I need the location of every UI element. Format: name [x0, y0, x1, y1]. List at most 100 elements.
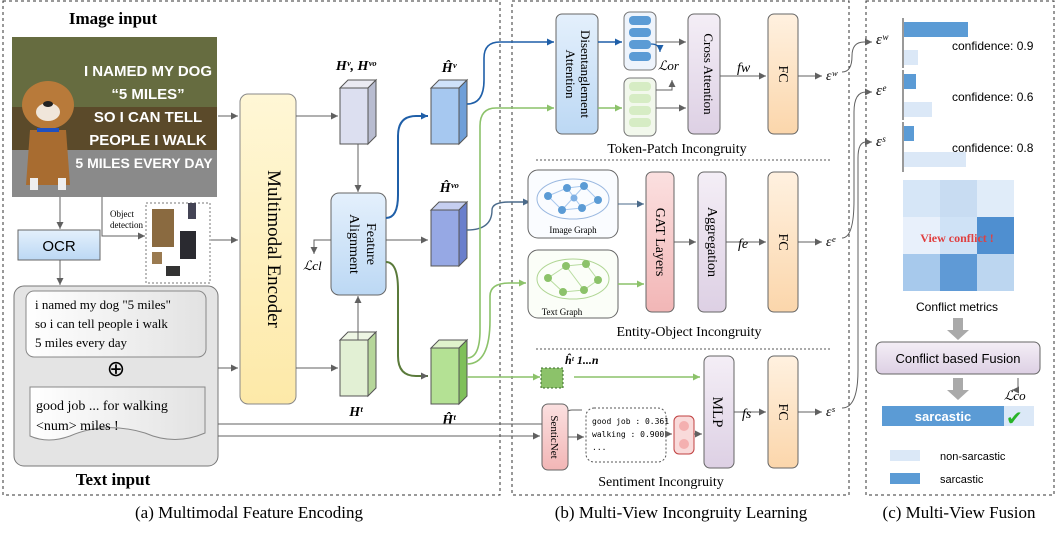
arrow-lor-in: [650, 43, 664, 53]
ocr-text-line-2: so i can tell people i walk: [35, 316, 168, 331]
result-label: sarcastic: [915, 409, 971, 424]
result-bar-fill: [882, 406, 1004, 426]
object-detection-label-1: Object: [110, 209, 134, 219]
fc-label-3: FC: [775, 403, 790, 420]
arrow-lcl: [310, 239, 331, 254]
eps-s-c: εˢ: [876, 134, 886, 150]
confidence-s: confidence: 0.8: [952, 141, 1034, 155]
object-detection-crops: [145, 202, 211, 284]
panel-b-frame: [511, 0, 850, 496]
disentanglement-attention: [555, 13, 599, 135]
eps-s-b: εˢ: [826, 405, 836, 420]
label-h-v-vo: Hᵛ, Hᵛᵒ: [335, 59, 377, 74]
arrow-align-hhatt: [385, 261, 428, 380]
comment-box: [29, 386, 206, 441]
ocr-text-box: [25, 290, 207, 358]
arrow-hhatv-disent: [466, 38, 554, 105]
caption-c: (c) Multi-View Fusion: [883, 503, 1036, 522]
caption-a: (a) Multimodal Feature Encoding: [135, 503, 364, 522]
encoder-label: Multimodal Encoder: [263, 170, 284, 328]
legend-nonsarcastic: non-sarcastic: [940, 451, 1006, 463]
panel-c-frame: [865, 0, 1055, 496]
bar-e-main: [904, 74, 916, 89]
confidence-e: confidence: 0.6: [952, 90, 1034, 104]
arrow-epss-c: [841, 138, 872, 409]
legend-swatch-nonsarcastic: [890, 450, 920, 461]
meme-line-5: 5 MILES EVERY DAY: [75, 155, 213, 171]
view-conflict-label: View conflict !: [920, 231, 994, 245]
check-icon: ✔: [1006, 408, 1023, 430]
comment-line-1: good job ... for walking: [36, 399, 168, 414]
arrow-metrics-fusion: [947, 318, 969, 340]
arrow-fusion-result: [947, 378, 969, 400]
fc-tokenpatch: [767, 13, 799, 135]
text-graph-label: Text Graph: [542, 307, 583, 317]
senticnet-label: SenticNet: [548, 415, 560, 458]
eps-e-c: εᵉ: [876, 83, 887, 99]
arrow-lor-out: [656, 80, 676, 91]
arrow-text-route-a: [218, 409, 582, 425]
object-detection-label-2: detection: [110, 220, 143, 230]
sentiment-title: Sentiment Incongruity: [598, 475, 724, 490]
cross-attention: [687, 13, 721, 135]
meme-line-1: I NAMED MY DOG: [84, 63, 212, 80]
ocr-box: [17, 229, 101, 261]
image-graph-nodes: [536, 178, 610, 220]
sentiment-vector: [673, 415, 695, 455]
bar-w-alt: [904, 50, 918, 65]
panel-a-frame: [2, 0, 501, 496]
image-input-title: Image input: [69, 9, 158, 28]
score-line-1: good job : 0.361: [592, 417, 669, 426]
ocr-text-line-1: i named my dog "5 miles": [35, 297, 171, 312]
score-line-2: walking : 0.900: [592, 430, 664, 439]
feature-alignment-label-1: Feature: [363, 223, 378, 265]
conflict-fusion-box: [875, 341, 1041, 375]
small-token-box: [540, 367, 564, 389]
hhatv-cube: [429, 78, 469, 146]
conflict-heatmap: [903, 180, 1014, 291]
arrow-epsw-c: [841, 38, 872, 73]
bar-s-alt: [904, 152, 966, 167]
bar-w-main: [904, 22, 968, 37]
meme-line-3: SO I CAN TELL: [94, 109, 202, 126]
eps-w-c: εʷ: [876, 32, 889, 48]
arrow-lco: [1012, 378, 1019, 394]
loss-co: ℒco: [1004, 388, 1026, 403]
hv-cube: [338, 78, 378, 146]
label-fs: fs: [742, 407, 752, 422]
eps-w-b: εʷ: [826, 69, 839, 84]
hhatt-cube: [429, 338, 469, 406]
fc-label-2: FC: [775, 233, 790, 250]
visual-token-stack: [623, 11, 657, 71]
ht-cube: [338, 330, 378, 398]
conflict-metrics-label: Conflict metrics: [916, 300, 998, 314]
text-token-stack: [623, 77, 657, 137]
ocr-text-line-3: 5 miles every day: [35, 335, 128, 350]
plus-symbol: ⊕: [107, 356, 125, 381]
fc-label-1: FC: [775, 65, 790, 82]
label-hhat-vo: Ĥᵛᵒ: [439, 179, 460, 196]
label-h-t: Hᵗ: [348, 405, 363, 420]
meme-line-4: PEOPLE I WALK: [89, 132, 207, 149]
eps-e-b: εᵉ: [826, 235, 837, 250]
arrow-detect: [101, 197, 145, 240]
cross-attention-label: Cross Attention: [701, 33, 716, 115]
arrow-hhatt-textgraph: [466, 279, 526, 365]
ocr-label: OCR: [42, 238, 76, 255]
mlp-label: MLP: [709, 397, 725, 428]
disentanglement-label-2: Attention: [563, 49, 578, 99]
sentiment-scores-box: [585, 407, 667, 463]
token-patch-title: Token-Patch Incongruity: [607, 142, 746, 157]
text-graph-nodes: [536, 258, 610, 300]
arrow-hhatt-disent: [466, 104, 554, 359]
label-hhat-small: ĥᵗ 1...n: [565, 352, 599, 367]
meme-image: I NAMED MY DOG “5 MILES” SO I CAN TELL P…: [12, 37, 217, 197]
loss-cl: ℒcl: [303, 258, 322, 273]
caption-b: (b) Multi-View Incongruity Learning: [555, 503, 808, 522]
comment-line-2: <num> miles !: [36, 419, 119, 434]
entity-object-title: Entity-Object Incongruity: [616, 325, 761, 340]
label-hhat-t: Ĥᵗ: [441, 411, 456, 428]
hhatvo-cube: [429, 200, 469, 268]
disentanglement-label-1: Disentanglement: [578, 30, 593, 118]
